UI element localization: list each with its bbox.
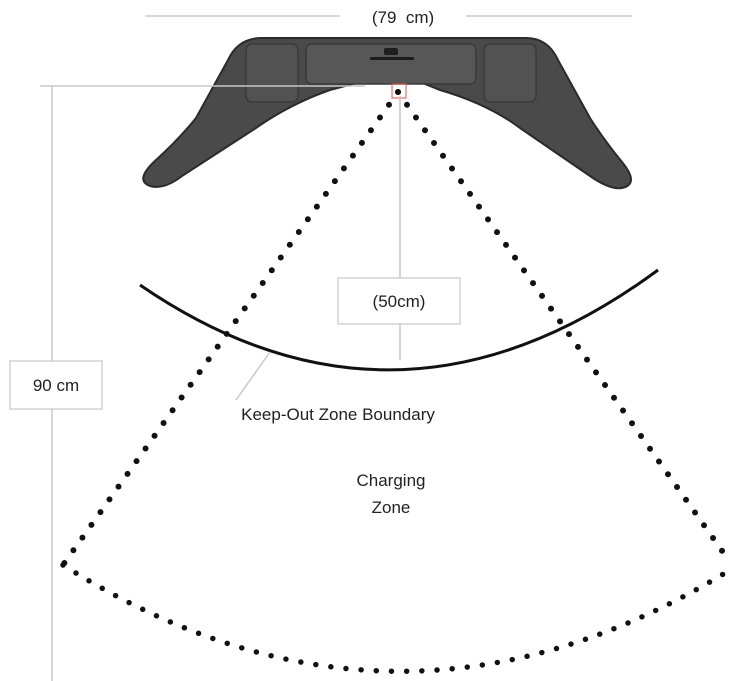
height-dimension-label: 90 cm: [33, 376, 79, 395]
charging-zone-outline: [60, 89, 733, 674]
charging-zone-left-edge: [60, 89, 401, 568]
keepout-boundary-label: Keep-Out Zone Boundary: [241, 405, 435, 424]
keepout-distance-label: (50cm): [373, 292, 426, 311]
keepout-boundary-leader: [235, 351, 271, 401]
charger-center-panel: [305, 43, 477, 85]
charging-zone-label-line-1: Charging: [357, 471, 426, 490]
origin-marker: [391, 83, 407, 99]
charging-zone-label-line-2: Zone: [372, 498, 411, 517]
charger-left-panel: [245, 43, 299, 103]
charger-right-panel: [483, 43, 537, 103]
charger-logo-icon: [370, 48, 414, 60]
charger-device: [142, 37, 632, 190]
width-dimension-label: (79 cm): [372, 8, 434, 27]
keepout-boundary-arc: [139, 268, 659, 372]
height-label-box: [9, 360, 103, 410]
height-dimension: 90 cm: [9, 85, 365, 681]
charging-zone-right-edge: [395, 89, 733, 565]
keepout-distance: (50cm): [337, 96, 461, 360]
charging-zone-label: Charging Zone: [357, 471, 426, 517]
width-dimension: (79 cm): [145, 8, 632, 27]
keepout-distance-label-box: [337, 277, 461, 325]
charging-zone-bottom-arc: [60, 562, 733, 674]
